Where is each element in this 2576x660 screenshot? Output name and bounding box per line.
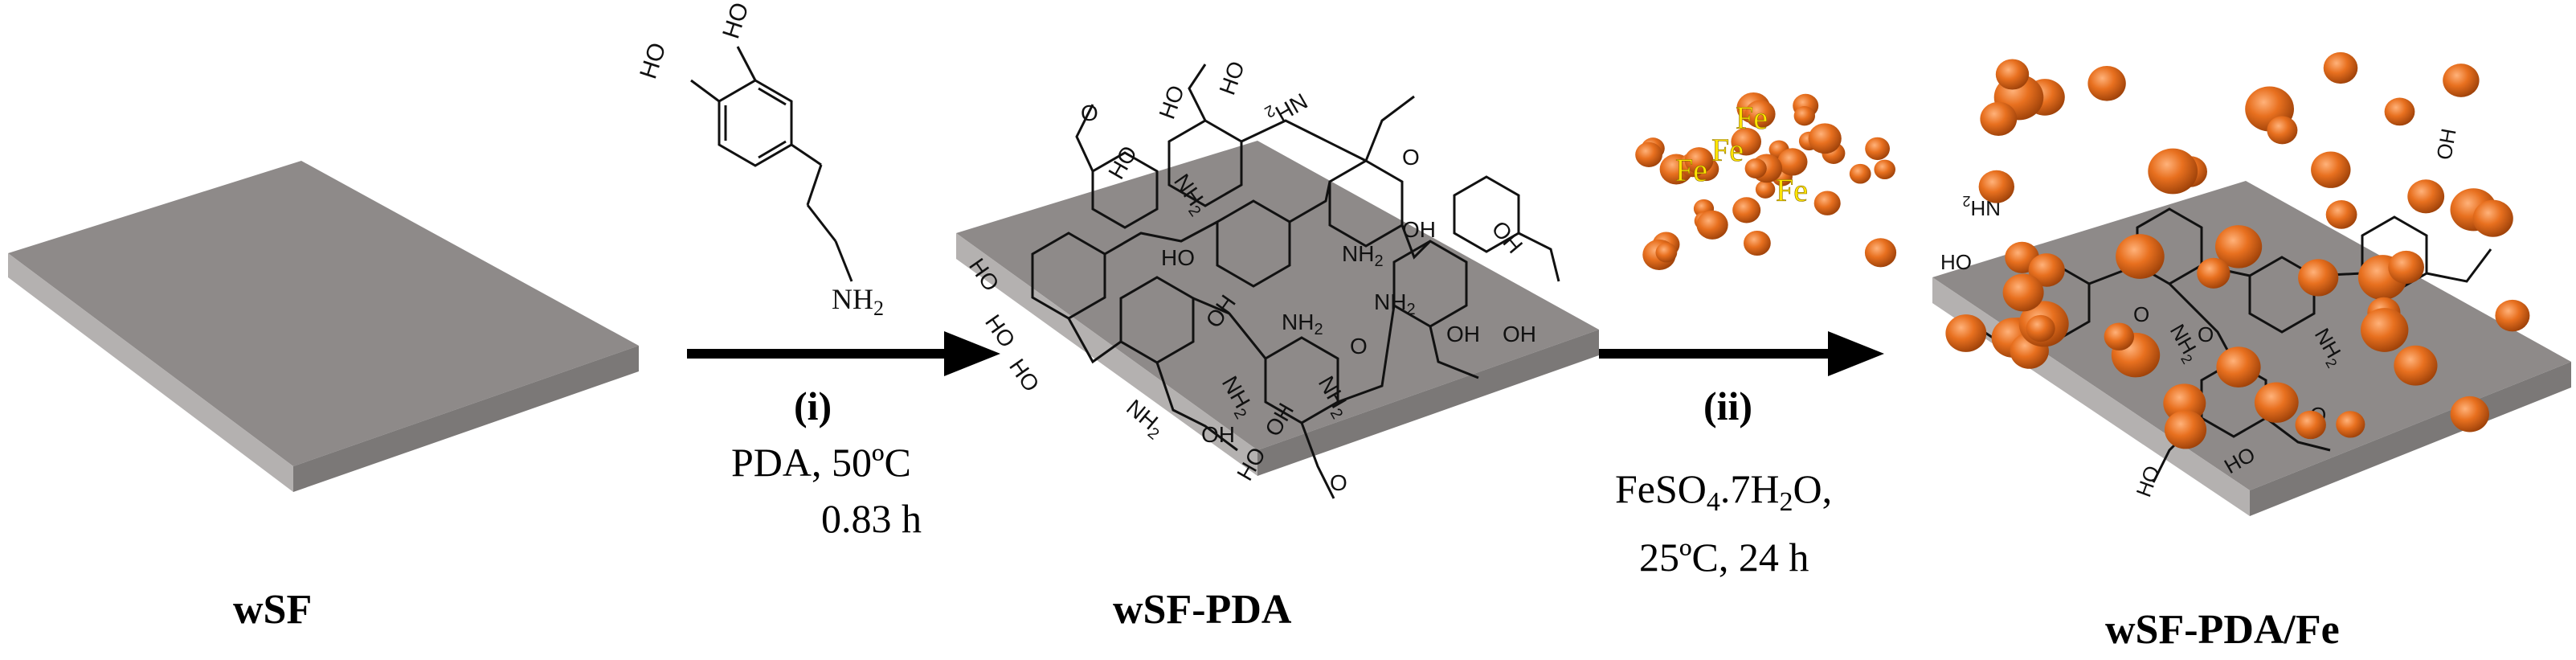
dopamine-labels: HO HO NH2 bbox=[635, 0, 884, 320]
pda-group-label: OH bbox=[1486, 216, 1527, 258]
fe-particle bbox=[2443, 64, 2479, 97]
fe-particle bbox=[2394, 346, 2437, 386]
pda-group-label: O bbox=[1402, 145, 1420, 170]
fe-particle bbox=[1874, 160, 1895, 179]
fe-slab-group-label: HO bbox=[1940, 250, 1972, 274]
fe-particle bbox=[1756, 180, 1775, 198]
pda-group-label: HO bbox=[1161, 245, 1195, 270]
step-i-condition-1: PDA, 50ºC bbox=[731, 440, 911, 485]
fe-particle bbox=[1865, 238, 1896, 267]
fe-particle bbox=[1809, 123, 1842, 154]
fe-particle bbox=[1744, 231, 1771, 256]
fe-slab-group-label: O bbox=[2133, 302, 2149, 326]
fe-particle bbox=[2003, 273, 2044, 311]
fe-particle bbox=[1980, 102, 2017, 136]
fe-particle bbox=[1996, 59, 2029, 89]
fe-particle bbox=[1697, 211, 1728, 240]
fe-particle bbox=[1635, 142, 1662, 167]
pda-group-label: HO bbox=[1004, 355, 1044, 396]
step-i-condition-2: 0.83 h bbox=[821, 496, 922, 541]
pda-group-label: OH bbox=[1402, 217, 1436, 242]
dopamine-molecule bbox=[691, 47, 852, 281]
pda-group-label: OH bbox=[1503, 322, 1536, 346]
fe-particle bbox=[1745, 158, 1767, 178]
fe-particle bbox=[2336, 411, 2365, 437]
fe-particle bbox=[2361, 308, 2408, 352]
fe-particle bbox=[1850, 164, 1871, 184]
fe-particle bbox=[2311, 151, 2350, 187]
step-ii-condition-1: FeSO4.7H2O, bbox=[1615, 466, 1832, 517]
fe-particle bbox=[1945, 314, 1986, 352]
fe-particle bbox=[2326, 200, 2357, 229]
step-ii-condition-2: 25ºC, 24 h bbox=[1639, 535, 1809, 580]
fe-particle bbox=[2324, 52, 2358, 84]
fe-particle bbox=[2116, 234, 2165, 279]
fe-particle bbox=[2473, 200, 2513, 237]
pda-group-label: OH bbox=[1446, 322, 1480, 346]
fe-slab-group-label: OH bbox=[2431, 126, 2460, 162]
fe-particle bbox=[2296, 411, 2326, 439]
step-ii-number: (ii) bbox=[1703, 383, 1752, 428]
fe-particle bbox=[2216, 346, 2260, 387]
fe-particle bbox=[1979, 170, 2014, 203]
dopamine-oh-left: HO bbox=[635, 39, 671, 82]
fe-label: Fe bbox=[1736, 100, 1768, 136]
dopamine-nh2: NH2 bbox=[832, 283, 884, 320]
fe-label: Fe bbox=[1675, 152, 1707, 188]
fe-particle bbox=[2451, 396, 2489, 432]
fe-particle bbox=[2104, 322, 2134, 350]
fe-particle bbox=[2148, 149, 2198, 195]
arrow-step-ii bbox=[1599, 331, 1884, 376]
pda-group-label: HO bbox=[980, 310, 1020, 352]
stage-label-wsf: wSF bbox=[233, 587, 312, 633]
fe-particle bbox=[2087, 66, 2125, 101]
pda-group-label: HO bbox=[1215, 58, 1249, 98]
fe-particle bbox=[1814, 191, 1841, 215]
arrow-step-i bbox=[687, 331, 1000, 376]
pda-group-label: HO bbox=[1103, 141, 1142, 183]
pda-group-label: HO bbox=[1155, 82, 1189, 122]
fe-particle bbox=[2388, 251, 2424, 284]
fe-particle bbox=[1794, 106, 1815, 125]
stage-label-wsf-pda: wSF-PDA bbox=[1113, 587, 1292, 633]
fe-particle bbox=[2495, 300, 2529, 332]
fe-particle bbox=[1865, 137, 1890, 160]
fe-particle bbox=[1656, 243, 1678, 263]
pda-group-label: O bbox=[1081, 100, 1098, 125]
fe-particle bbox=[2385, 98, 2415, 126]
fe-particle bbox=[2026, 315, 2055, 342]
fe-particle bbox=[2255, 382, 2299, 422]
fe-particle bbox=[2298, 259, 2338, 296]
fe-particle bbox=[2267, 116, 2297, 144]
fe-particle bbox=[2165, 410, 2206, 449]
fe-particle bbox=[2407, 179, 2444, 213]
fe-label: Fe bbox=[1711, 132, 1744, 168]
pda-group-label: O bbox=[1350, 334, 1368, 359]
stage-label-wsf-pda-fe: wSF-PDA/Fe bbox=[2105, 607, 2340, 653]
pda-group-label: O bbox=[1330, 470, 1347, 495]
fe-particle bbox=[1732, 197, 1760, 223]
wsf-slab bbox=[8, 161, 639, 492]
dopamine-oh-top: HO bbox=[718, 0, 754, 42]
pda-group-label: OH bbox=[1201, 422, 1235, 447]
pda-nh2-label: NH2 bbox=[1261, 84, 1312, 130]
fe-particle bbox=[2197, 258, 2230, 289]
step-i-number: (i) bbox=[794, 383, 832, 428]
fe-label: Fe bbox=[1776, 172, 1808, 208]
